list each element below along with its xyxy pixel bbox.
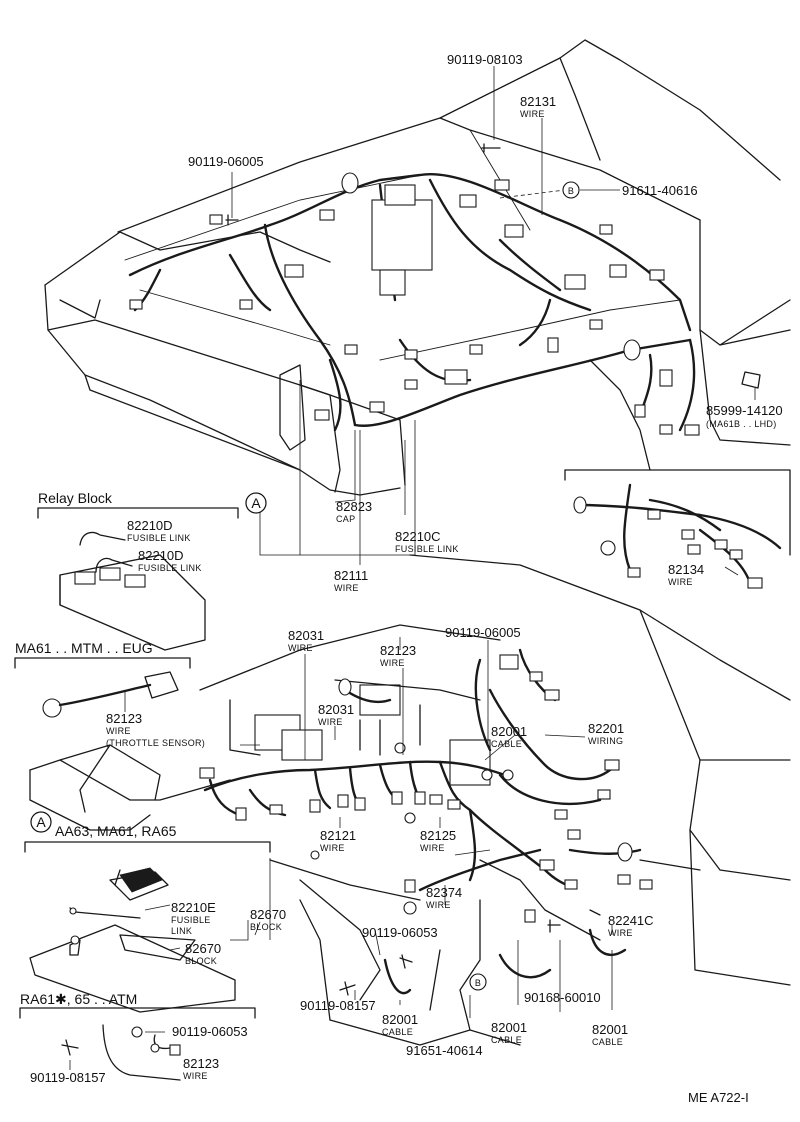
- label-85999-14120: 85999-14120: [706, 403, 783, 418]
- label-90168-60010: 90168-60010: [524, 990, 601, 1005]
- label-82201-desc: WIRING: [588, 736, 623, 746]
- label-82670-b-desc: BLOCK: [185, 956, 217, 966]
- label-82111: 82111: [334, 568, 368, 583]
- label-82134-desc: WIRE: [668, 577, 693, 587]
- label-82670-a-desc: BLOCK: [250, 922, 282, 932]
- label-82125: 82125: [420, 828, 456, 843]
- label-82001-c: 82001: [491, 1020, 527, 1035]
- aa63-header: AA63, MA61, RA65: [55, 823, 177, 839]
- label-82123-left-desc: WIRE: [106, 726, 131, 736]
- label-82210d-2-desc: FUSIBLE LINK: [138, 563, 202, 573]
- label-82121-desc: WIRE: [320, 843, 345, 853]
- label-82001-c-desc: CABLE: [491, 1035, 522, 1045]
- label-82001-b-desc: CABLE: [382, 1027, 413, 1037]
- inset-82134: [564, 469, 791, 589]
- label-82121: 82121: [320, 828, 356, 843]
- relay-block-inset: [37, 507, 239, 651]
- label-91611-40616: 91611-40616: [622, 183, 698, 198]
- label-90119-06005-top: 90119-06005: [188, 154, 264, 169]
- upper-leader-lines: [231, 66, 756, 565]
- marker-b-top: B: [562, 181, 580, 199]
- svg-text:A: A: [251, 495, 261, 511]
- label-82374: 82374: [426, 885, 462, 900]
- ma61-header: MA61 . . MTM . . EUG: [15, 640, 153, 656]
- label-82111-desc: WIRE: [334, 583, 359, 593]
- label-82670-a: 82670: [250, 907, 286, 922]
- label-82670-b: 82670: [185, 941, 221, 956]
- label-90119-06053-b: 90119-06053: [172, 1024, 248, 1039]
- lower-leader-lines: [240, 637, 613, 1018]
- label-90119-08157-a: 90119-08157: [300, 998, 376, 1013]
- label-82241c-desc: WIRE: [608, 928, 633, 938]
- label-90119-06005-mid: 90119-06005: [445, 625, 521, 640]
- label-82823-desc: CAP: [336, 514, 355, 524]
- svg-text:B: B: [475, 978, 481, 988]
- label-82241c: 82241C: [608, 913, 654, 928]
- label-82210e-desc2: LINK: [171, 926, 192, 936]
- label-82123-top-desc: WIRE: [380, 658, 405, 668]
- label-82001-d: 82001: [592, 1022, 628, 1037]
- relay-block-header: Relay Block: [38, 490, 113, 506]
- label-82210d-1-desc: FUSIBLE LINK: [127, 533, 191, 543]
- label-82131: 82131: [520, 94, 556, 109]
- ra61-header: RA61✱, 65 . . ATM: [20, 991, 137, 1007]
- label-82123-bottom-desc: WIRE: [183, 1071, 208, 1081]
- label-82123-left: 82123: [106, 711, 142, 726]
- label-82210d-2: 82210D: [138, 548, 184, 563]
- label-90119-08103: 90119-08103: [447, 52, 523, 67]
- svg-text:A: A: [36, 814, 46, 830]
- label-82001-a: 82001: [491, 724, 527, 739]
- ra61-inset: [19, 1007, 256, 1081]
- label-82210e: 82210E: [171, 900, 216, 915]
- label-82374-desc: WIRE: [426, 900, 451, 910]
- label-82210c-desc: FUSIBLE LINK: [395, 544, 459, 554]
- label-82131-desc: WIRE: [520, 109, 545, 119]
- label-82001-d-desc: CABLE: [592, 1037, 623, 1047]
- label-82031-a-desc: WIRE: [288, 643, 313, 653]
- upper-harness: [128, 143, 761, 436]
- marker-b-lower: B: [469, 973, 487, 991]
- ma61-inset: [14, 657, 191, 718]
- marker-a-lower: A: [30, 811, 52, 833]
- label-82823: 82823: [336, 499, 372, 514]
- upper-engine-bay-drawing: [44, 39, 791, 496]
- label-82210e-desc1: FUSIBLE: [171, 915, 211, 925]
- label-90119-08157-b: 90119-08157: [30, 1070, 106, 1085]
- label-82031-b-desc: WIRE: [318, 717, 343, 727]
- label-90119-06053-a: 90119-06053: [362, 925, 438, 940]
- aa63-inset: [24, 841, 271, 1013]
- label-85999-note: (MA61B . . LHD): [706, 419, 777, 429]
- lower-engine-bay-drawing: [29, 554, 791, 1046]
- svg-text:B: B: [568, 186, 574, 196]
- label-82031-b: 82031: [318, 702, 354, 717]
- label-82001-b: 82001: [382, 1012, 418, 1027]
- label-82210d-1: 82210D: [127, 518, 173, 533]
- label-82001-a-desc: CABLE: [491, 739, 522, 749]
- label-82125-desc: WIRE: [420, 843, 445, 853]
- marker-a-top: A: [245, 492, 267, 514]
- lower-harness: [199, 648, 653, 996]
- label-82201: 82201: [588, 721, 624, 736]
- label-82210c: 82210C: [395, 529, 441, 544]
- label-91651-40614: 91651-40614: [406, 1043, 483, 1058]
- label-82123-bottom: 82123: [183, 1056, 219, 1071]
- label-82123-top: 82123: [380, 643, 416, 658]
- label-82123-left-note: (THROTTLE SENSOR): [106, 738, 205, 748]
- label-82134: 82134: [668, 562, 704, 577]
- label-82031-a: 82031: [288, 628, 324, 643]
- diagram-code: ME A722-I: [688, 1090, 749, 1105]
